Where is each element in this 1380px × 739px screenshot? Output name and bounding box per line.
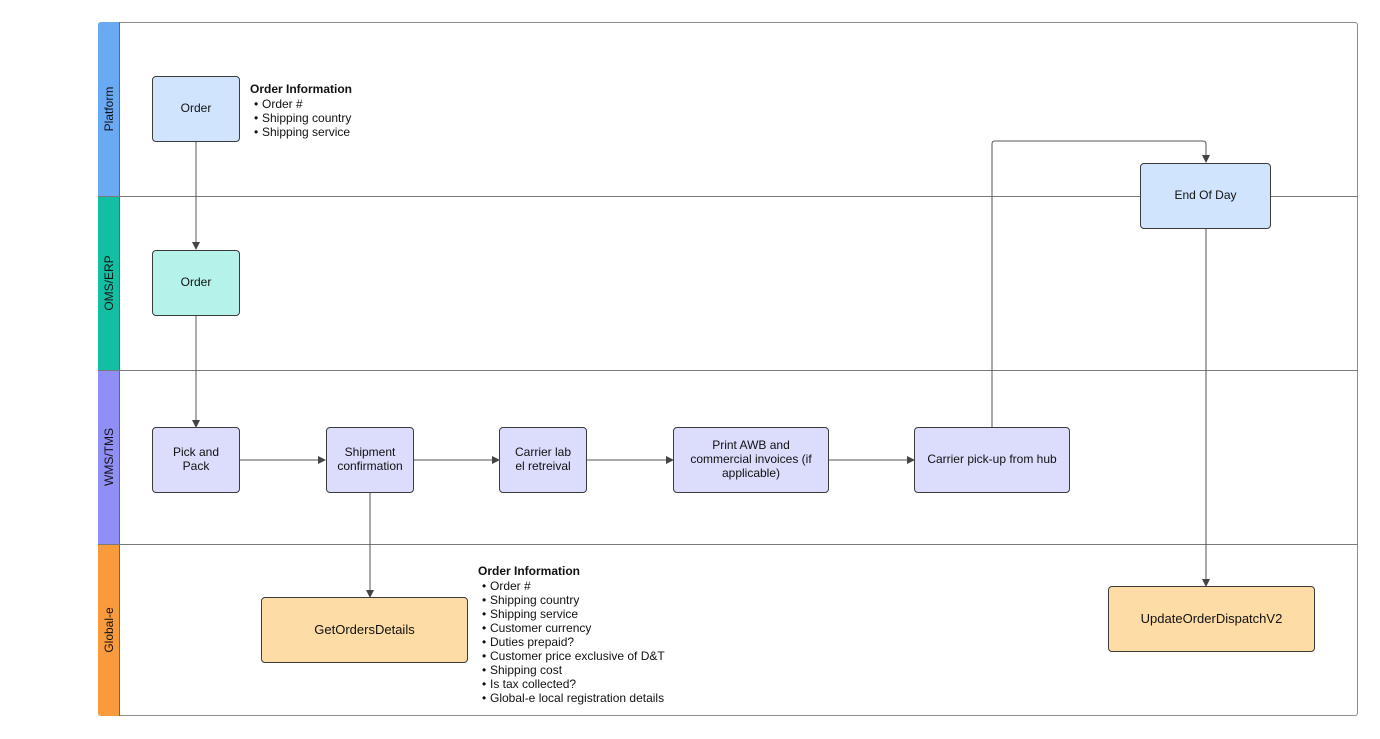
note-title: Order Information [250, 82, 353, 96]
carrier-pickup-node[interactable]: Carrier pick-up from hub [914, 427, 1070, 493]
get-orders-details-node[interactable]: GetOrdersDetails [261, 597, 468, 663]
note-list: •Order # •Shipping country •Shipping ser… [478, 579, 665, 705]
oms-order-node[interactable]: Order [152, 250, 240, 316]
note-item: •Global-e local registration details [482, 691, 665, 705]
note-item: •Shipping cost [482, 663, 563, 677]
lane-platform: Platform [98, 22, 120, 196]
note-item: •Shipping service [254, 125, 351, 139]
lane-oms-erp: OMS/ERP [98, 196, 120, 370]
lane-divider [98, 196, 1358, 197]
lane-divider [98, 370, 1358, 371]
note-item: •Shipping service [482, 607, 579, 621]
note-item: •Shipping country [254, 111, 352, 125]
note-item: •Order # [482, 579, 531, 593]
note-item: •Customer currency [482, 621, 592, 635]
lane-divider [98, 544, 1358, 545]
note-item: •Duties prepaid? [482, 635, 575, 649]
lane-global-e: Global-e [98, 544, 120, 716]
note-item: •Is tax collected? [482, 677, 577, 691]
pick-and-pack-node[interactable]: Pick and Pack [152, 427, 240, 493]
note-item: •Customer price exclusive of D&T [482, 649, 665, 663]
update-order-dispatch-node[interactable]: UpdateOrderDispatchV2 [1108, 586, 1315, 652]
print-awb-node[interactable]: Print AWB and commercial invoices (if ap… [673, 427, 829, 493]
note-list: •Order # •Shipping country •Shipping ser… [250, 97, 352, 139]
carrier-label-retrieval-node[interactable]: Carrier lab el retreival [499, 427, 587, 493]
note-item: •Shipping country [482, 593, 580, 607]
lane-wms-tms: WMS/TMS [98, 370, 120, 544]
shipment-confirmation-node[interactable]: Shipment confirmation [326, 427, 414, 493]
connector-pickup-to-end-of-day [991, 140, 1210, 427]
note-item: •Order # [254, 97, 303, 111]
platform-order-info-note: Order Information •Order # •Shipping cou… [250, 82, 352, 139]
note-title: Order Information [478, 564, 581, 578]
global-e-order-info-note: Order Information •Order # •Shipping cou… [478, 564, 665, 705]
platform-order-node[interactable]: Order [152, 76, 240, 142]
end-of-day-node[interactable]: End Of Day [1140, 163, 1271, 229]
